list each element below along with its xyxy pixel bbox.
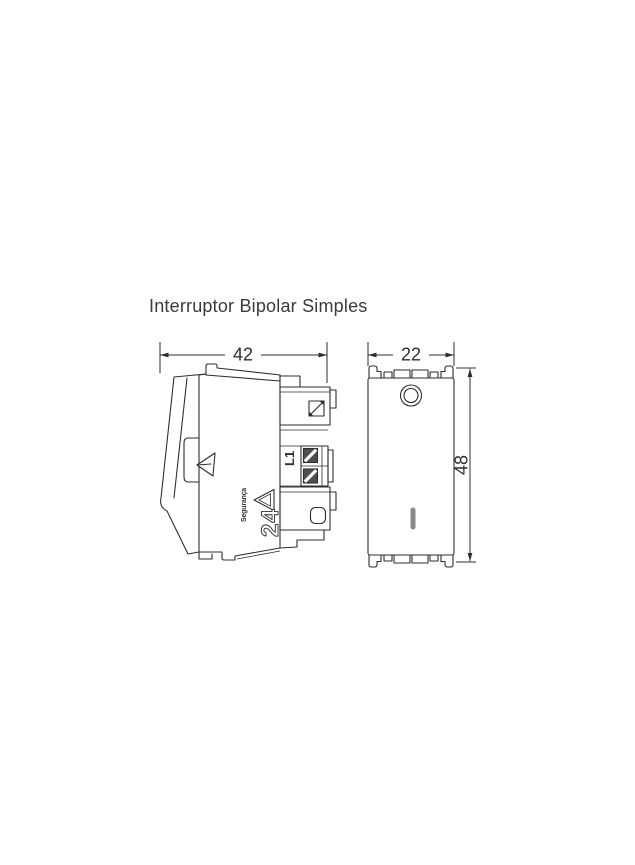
terminal-l1-label: L1 <box>282 451 297 466</box>
indicator-circle-icon <box>399 384 423 407</box>
terminal-hole-icon <box>309 506 327 525</box>
dimension-42: 42 <box>159 342 328 383</box>
dim-height-front: 48 <box>452 455 472 475</box>
cone-symbol-icon <box>196 452 216 477</box>
terminal-screw-icon <box>302 468 319 484</box>
arrow-right-icon <box>445 352 454 358</box>
luminous-slot <box>410 507 416 530</box>
dimension-22: 22 <box>367 342 455 366</box>
front-view: 22 48 <box>367 342 476 568</box>
arrow-down-icon <box>467 553 473 562</box>
rocker-paddle <box>160 373 216 560</box>
arrow-left-icon <box>160 352 169 358</box>
dim-width-front: 22 <box>401 345 421 365</box>
safety-triangle-icon <box>253 488 275 512</box>
seguranca-label: Segurança <box>241 488 248 522</box>
arrow-up-icon <box>467 368 473 377</box>
terminal-screw-icon <box>308 400 325 417</box>
safety-marking: Segurança 24 <box>241 488 284 538</box>
terminal-screw-icon <box>302 447 319 464</box>
page-title: Interruptor Bipolar Simples <box>149 296 368 316</box>
arrow-left-icon <box>368 352 377 358</box>
technical-drawing: L1 Segurança 24 <box>159 342 476 568</box>
dimension-48: 48 <box>452 367 476 563</box>
safety-number-label: 24 <box>257 508 284 537</box>
terminal-clamp <box>300 445 334 487</box>
side-view: L1 Segurança 24 <box>159 342 337 561</box>
terminal-blocks: L1 <box>279 375 337 549</box>
top-mounting-tabs <box>368 365 454 379</box>
arrow-right-icon <box>318 352 327 358</box>
front-body <box>367 377 455 556</box>
dim-width-side: 42 <box>233 345 253 365</box>
bottom-mounting-tabs <box>368 554 454 568</box>
